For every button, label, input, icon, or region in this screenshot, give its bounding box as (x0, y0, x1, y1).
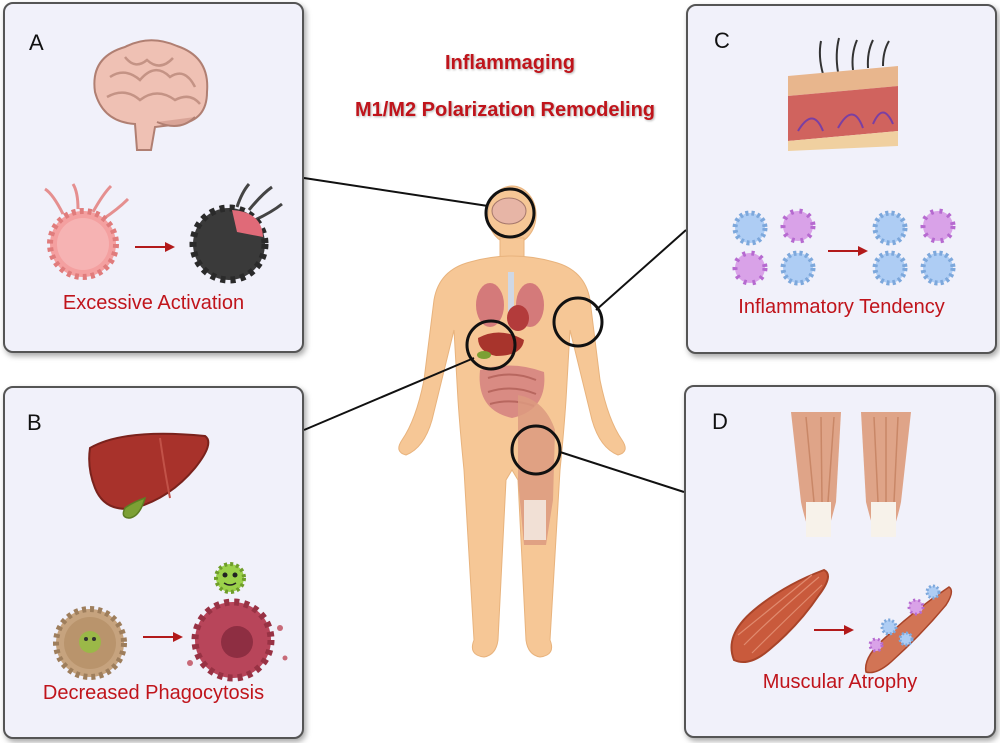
highlight-circle-skin (552, 296, 604, 348)
macrophage-resting-icon (44, 183, 130, 280)
macrophage-activated-icon (189, 183, 283, 284)
leg-muscles-icon (791, 412, 911, 537)
liver-icon (88, 432, 210, 519)
atrophy-arrow-icon (814, 625, 854, 635)
skin-icon (788, 37, 898, 151)
title-inflammaging: Inflammaging (444, 52, 575, 74)
caption-decreased-phagocytosis: Decreased Phagocytosis (42, 682, 265, 704)
atrophied-muscle-icon (864, 584, 953, 674)
panel-letter-d: D (712, 409, 728, 434)
panel-letter-c: C (714, 28, 730, 53)
panel-letter-b: B (27, 410, 42, 435)
brain-icon (93, 39, 209, 151)
mixed-macrophages-after-icon (872, 208, 956, 286)
healthy-muscle-icon (730, 568, 829, 663)
macrophage-aged-icon (53, 606, 127, 680)
phagocytosis-arrow-icon (143, 632, 183, 642)
polarization-arrow-icon (828, 246, 868, 256)
body-silhouette (398, 185, 626, 658)
caption-muscular-atrophy: Muscular Atrophy (762, 671, 918, 693)
connector-line-d (559, 451, 685, 493)
activation-arrow-icon (135, 242, 175, 252)
panel-b-liver: B Decreased Phagocytosis (3, 386, 304, 739)
torso-organs (476, 272, 545, 418)
connector-line-b (303, 357, 475, 431)
brain-thumbnail (491, 197, 527, 225)
caption-inflammatory-tendency: Inflammatory Tendency (738, 296, 945, 318)
highlight-circle-muscle (510, 424, 562, 476)
macrophage-pathogen-icon (187, 562, 288, 682)
panel-a-brain: A Excessive Activation (3, 2, 304, 353)
highlight-circle-liver (465, 319, 517, 371)
title-m1m2-remodeling: M1/M2 Polarization Remodeling (354, 99, 656, 121)
connector-line-a (303, 177, 489, 207)
connector-line-c (595, 229, 687, 311)
panel-letter-a: A (29, 30, 44, 55)
panel-c-skin: C Inflammatory Tendency (686, 4, 997, 354)
highlight-circle-brain (484, 187, 536, 239)
panel-d-muscle: D Muscular Atrophy (684, 385, 996, 738)
caption-excessive-activation: Excessive Activation (62, 292, 245, 314)
mixed-macrophages-before-icon (732, 208, 816, 286)
